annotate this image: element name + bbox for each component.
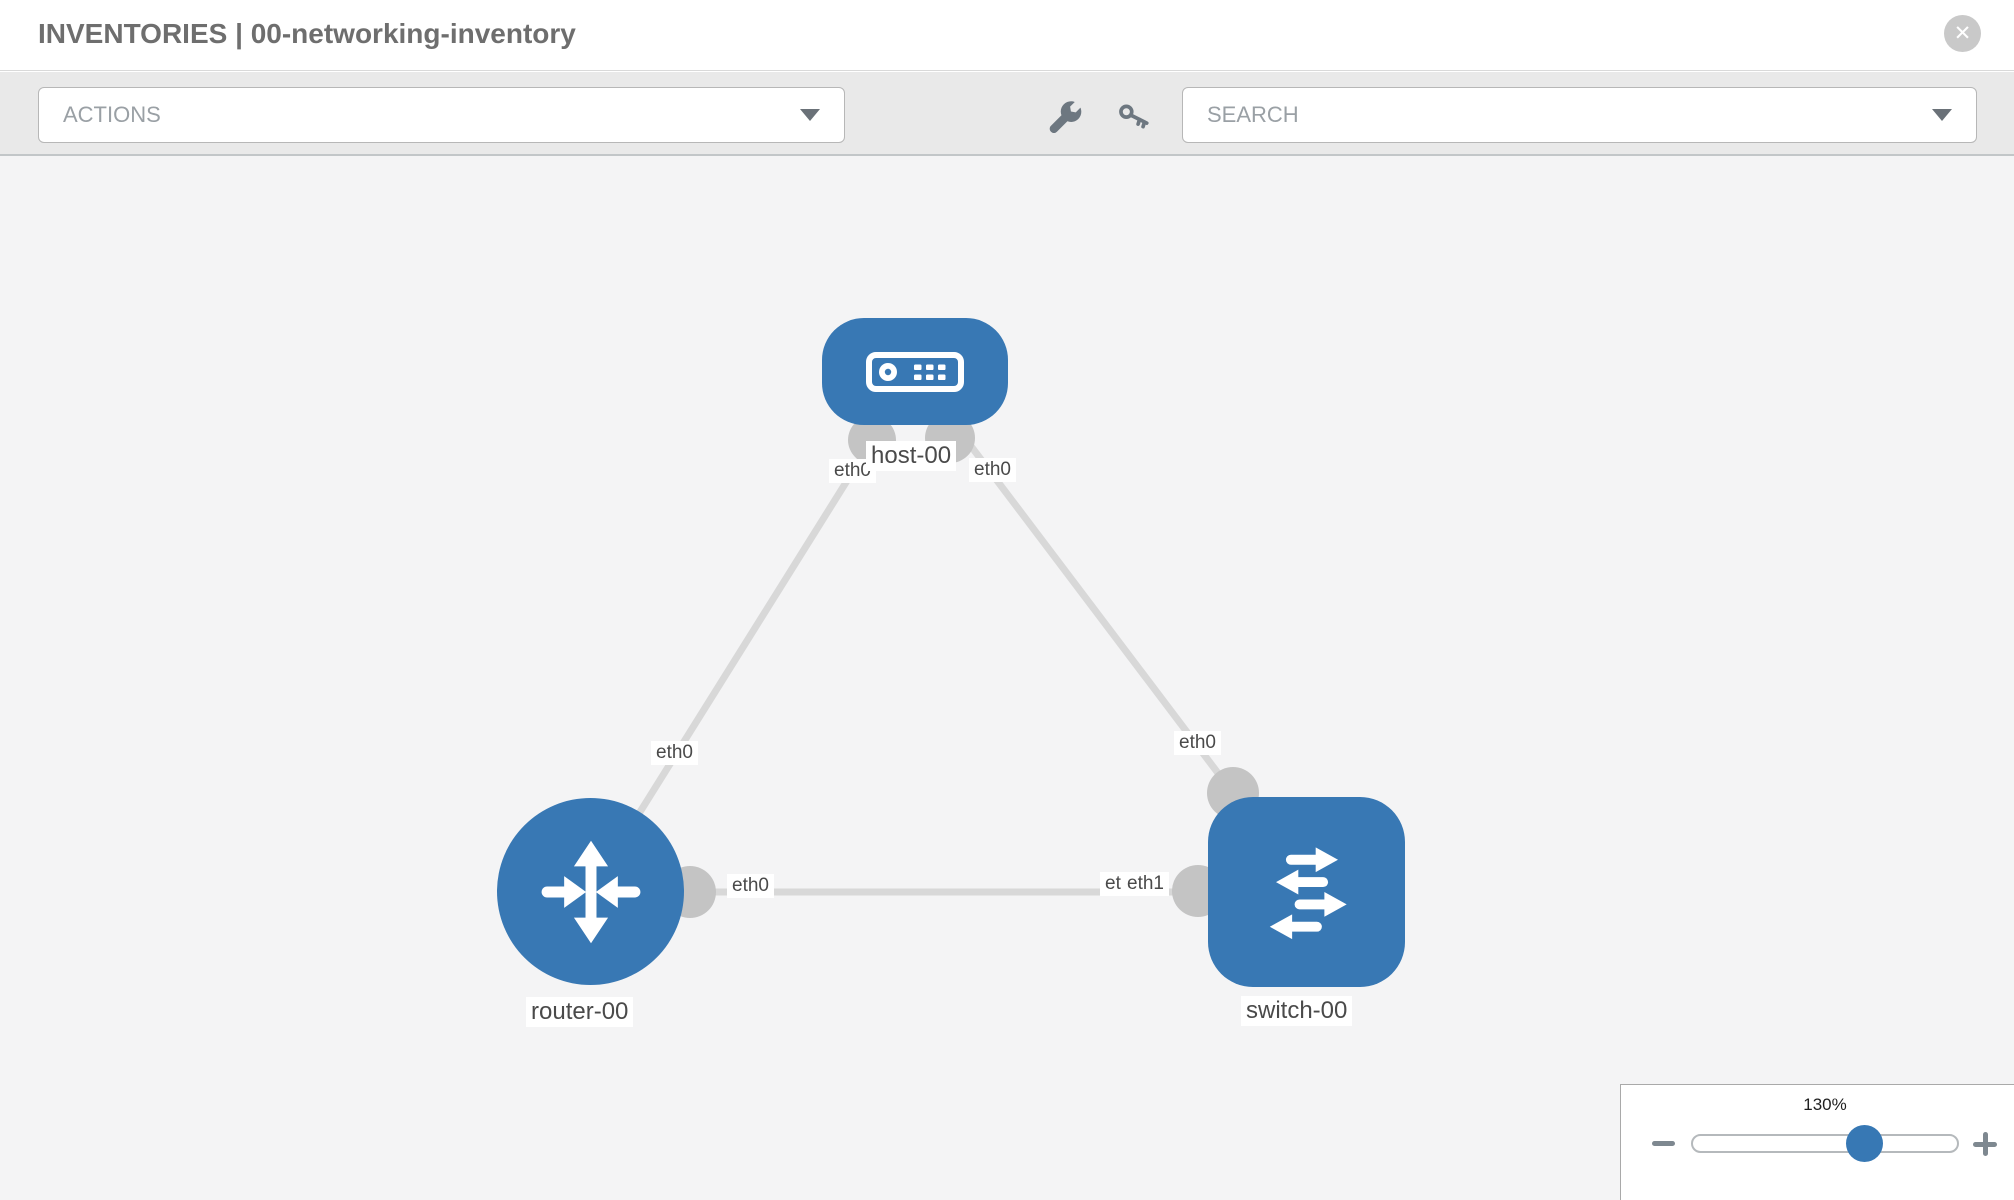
interface-label: eth0 — [969, 458, 1016, 482]
interface-label: eth0 — [727, 874, 774, 898]
node-router-00[interactable] — [497, 798, 684, 985]
header-bar: INVENTORIES | 00-networking-inventory ✕ — [0, 0, 2014, 71]
actions-dropdown[interactable]: ACTIONS — [38, 87, 845, 143]
chevron-down-icon — [1932, 109, 1952, 121]
interface-label: eth0 — [1174, 731, 1221, 755]
node-name-label: router-00 — [526, 997, 634, 1027]
zoom-panel: 130% — [1620, 1084, 2014, 1200]
search-dropdown-label: SEARCH — [1207, 102, 1299, 127]
search-dropdown[interactable]: SEARCH — [1182, 87, 1977, 143]
node-host-00[interactable] — [822, 318, 1008, 425]
actions-dropdown-label: ACTIONS — [63, 102, 161, 127]
interface-label: eth0 — [651, 741, 698, 765]
links-layer — [587, 369, 1306, 918]
zoom-slider-track[interactable] — [1691, 1134, 1959, 1153]
key-icon — [1119, 104, 1149, 129]
configure-button[interactable] — [1045, 96, 1085, 136]
close-button[interactable]: ✕ — [1944, 15, 1981, 52]
switch-icon — [1269, 847, 1347, 940]
zoom-out-button[interactable] — [1652, 1141, 1675, 1146]
zoom-slider-handle[interactable] — [1846, 1125, 1883, 1162]
host-icon — [866, 351, 964, 392]
chevron-down-icon — [800, 109, 820, 121]
node-name-label: host-00 — [866, 441, 957, 471]
wrench-icon — [1049, 101, 1082, 133]
router-icon — [541, 840, 640, 943]
page-title: INVENTORIES | 00-networking-inventory — [38, 18, 576, 49]
close-icon: ✕ — [1953, 22, 1972, 45]
zoom-level-value: 130% — [1803, 1095, 1847, 1114]
zoom-in-button[interactable] — [1973, 1132, 1997, 1156]
credentials-button[interactable] — [1114, 98, 1154, 138]
topology-canvas[interactable]: eth0 eth0 eth0 eth0 eth0 eth0 eth1 host-… — [0, 156, 2014, 1200]
interface-label: eth1 — [1122, 872, 1169, 896]
toolbar: ACTIONS SEARCH — [0, 72, 2014, 156]
node-switch-00[interactable] — [1208, 797, 1405, 987]
node-name-label: switch-00 — [1241, 996, 1353, 1026]
